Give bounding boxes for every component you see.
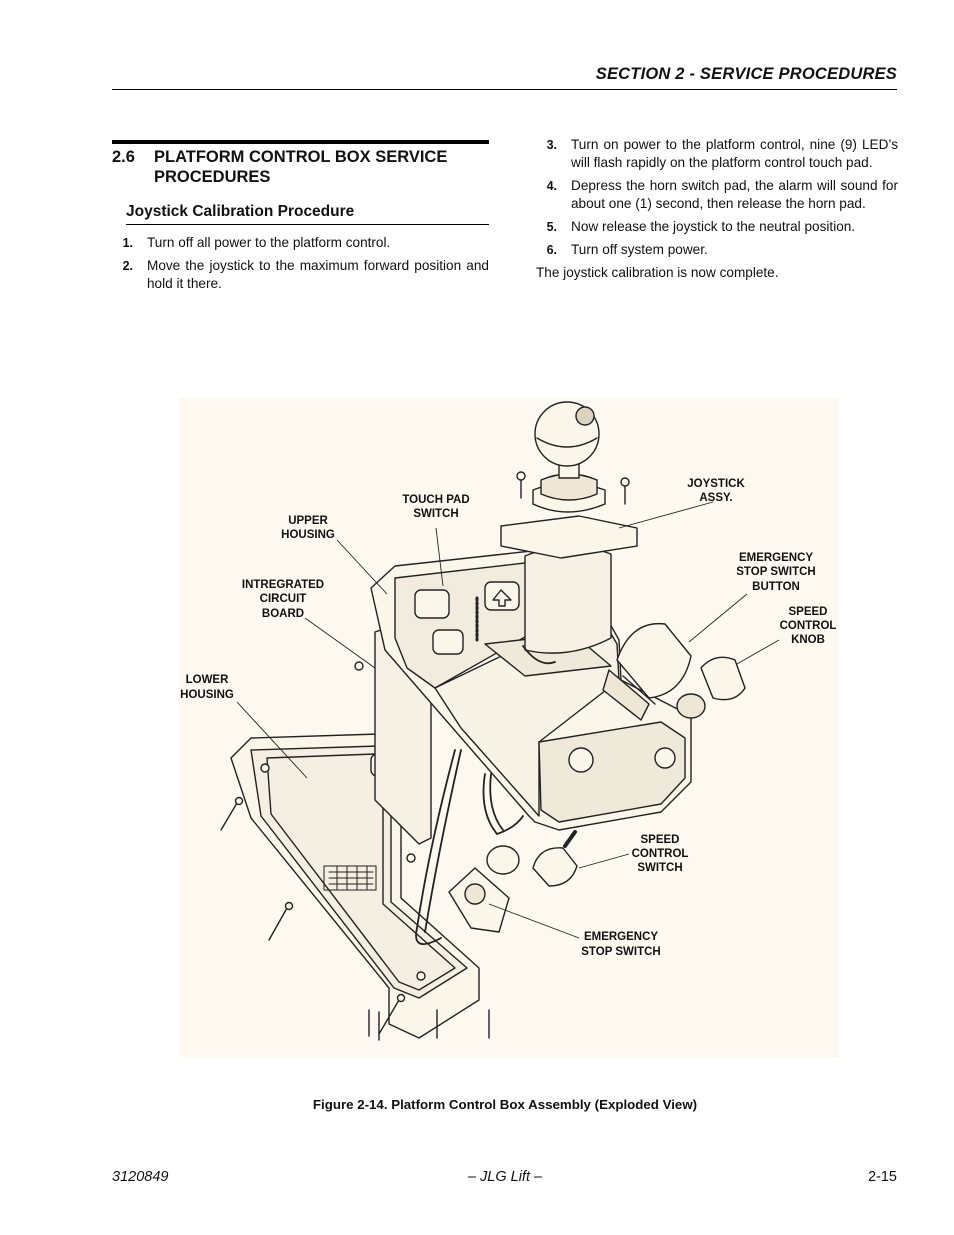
speed-knob-part	[676, 656, 746, 719]
step-text: Turn off system power.	[571, 242, 708, 257]
subsection-rule	[126, 224, 489, 225]
section-header: SECTION 2 - SERVICE PROCEDURES	[595, 65, 897, 83]
step-text: Now release the joystick to the neutral …	[571, 219, 856, 234]
closing-paragraph: The joystick calibration is now complete…	[536, 265, 779, 280]
estop-switch-part	[448, 867, 510, 933]
left-column: 2.6 PLATFORM CONTROL BOX SERVICE PROCEDU…	[112, 140, 489, 298]
step-item: 2. Move the joystick to the maximum forw…	[112, 257, 489, 293]
step-text: Turn on power to the platform control, n…	[571, 137, 898, 170]
steps-list-left: 1. Turn off all power to the platform co…	[112, 234, 489, 293]
step-item: 4. Depress the horn switch pad, the alar…	[536, 177, 898, 213]
section-title: PLATFORM CONTROL BOX SERVICE PROCEDURES	[154, 148, 448, 186]
header-rule	[112, 89, 897, 90]
step-number: 6.	[546, 243, 557, 257]
step-number: 2.	[122, 259, 133, 273]
step-item: 6. Turn off system power.	[536, 241, 898, 259]
step-number: 4.	[546, 179, 557, 193]
joystick-part	[500, 401, 638, 654]
step-text: Depress the horn switch pad, the alarm w…	[571, 178, 898, 211]
wire-harness	[415, 645, 556, 945]
step-text: Move the joystick to the maximum forward…	[147, 258, 489, 291]
footer-page-number: 2-15	[867, 1169, 897, 1185]
estop-button-part	[602, 622, 692, 721]
step-number: 1.	[122, 236, 133, 250]
footer-center: – JLG Lift –	[467, 1169, 543, 1185]
steps-list-right: 3. Turn on power to the platform control…	[536, 136, 898, 259]
footer-doc-number: 3120849	[112, 1169, 169, 1185]
figure-caption: Figure 2-14. Platform Control Box Assemb…	[312, 1097, 698, 1112]
right-column: 3. Turn on power to the platform control…	[536, 136, 898, 282]
lower-housing-part	[230, 733, 490, 1041]
section-rule	[112, 140, 489, 144]
section-heading: 2.6 PLATFORM CONTROL BOX SERVICE PROCEDU…	[112, 147, 489, 187]
step-number: 3.	[546, 138, 557, 152]
step-item: 3. Turn on power to the platform control…	[536, 136, 898, 172]
step-number: 5.	[546, 220, 557, 234]
section-number: 2.6	[112, 148, 135, 166]
speed-switch-part	[486, 830, 578, 887]
subsection-heading: Joystick Calibration Procedure	[126, 203, 355, 220]
step-item: 1. Turn off all power to the platform co…	[112, 234, 489, 252]
step-text: Turn off all power to the platform contr…	[147, 235, 391, 250]
step-item: 5. Now release the joystick to the neutr…	[536, 218, 898, 236]
